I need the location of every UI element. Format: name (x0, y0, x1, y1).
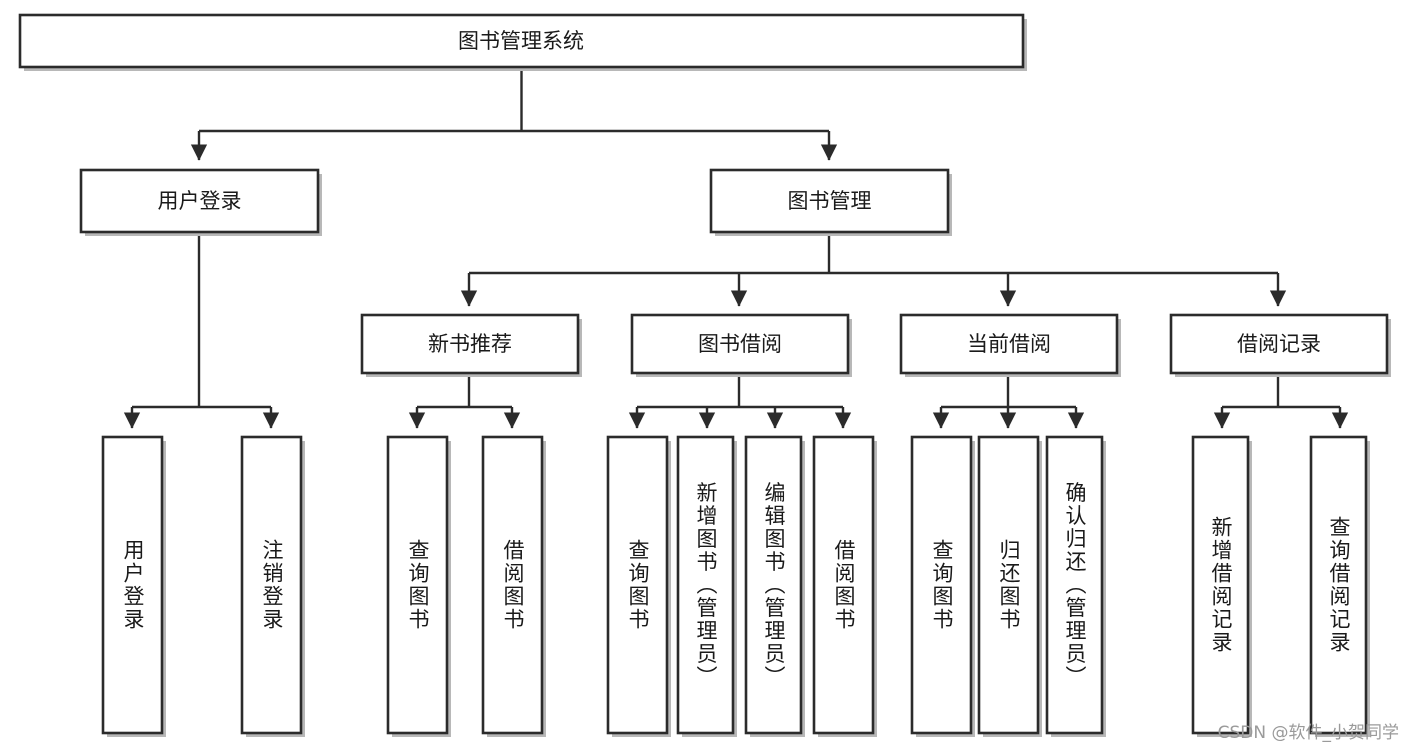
node-leaf-edit-book[interactable]: 编辑图书（管理员） (744, 435, 805, 737)
node-leaf-query-book-1-label: 查询图书 (406, 539, 430, 631)
node-current-borrow-label: 当前借阅 (967, 332, 1051, 356)
node-borrow-record-label: 借阅记录 (1237, 332, 1321, 356)
node-new-book-recommend-label: 新书推荐 (428, 332, 512, 356)
node-leaf-add-record[interactable]: 新增借阅记录 (1191, 435, 1252, 737)
node-leaf-query-book-3[interactable]: 查询图书 (910, 435, 975, 737)
node-leaf-return-book-label: 归还图书 (997, 539, 1021, 631)
node-leaf-query-book-3-label: 查询图书 (930, 539, 954, 631)
edges-layer (123, 67, 1349, 429)
node-leaf-confirm-return[interactable]: 确认归还（管理员） (1045, 435, 1106, 737)
node-current-borrow[interactable]: 当前借阅 (899, 313, 1121, 377)
node-leaf-confirm-return-label: 确认归还（管理员） (1063, 482, 1087, 689)
node-borrow-record[interactable]: 借阅记录 (1169, 313, 1391, 377)
node-book-borrow-label: 图书借阅 (698, 332, 782, 356)
node-new-book-recommend[interactable]: 新书推荐 (360, 313, 582, 377)
node-leaf-query-book-2-label: 查询图书 (626, 539, 650, 631)
node-user-login-label: 用户登录 (158, 189, 242, 213)
node-book-borrow[interactable]: 图书借阅 (630, 313, 852, 377)
node-book-management[interactable]: 图书管理 (709, 168, 952, 236)
csdn-watermark: CSDN @软件_小贺同学 (1217, 723, 1399, 743)
edge-bookmgmt-to-level2 (460, 232, 1287, 307)
node-leaf-query-book-1[interactable]: 查询图书 (386, 435, 451, 737)
node-leaf-user-login-label: 用户登录 (121, 539, 145, 631)
edge-borrowrecord-to-leaves (1213, 375, 1349, 429)
node-leaf-query-record[interactable]: 查询借阅记录 (1309, 435, 1370, 737)
node-leaf-borrow-book-2[interactable]: 借阅图书 (812, 435, 877, 737)
node-leaf-add-book[interactable]: 新增图书（管理员） (676, 435, 737, 737)
node-book-management-label: 图书管理 (788, 189, 872, 213)
node-leaf-logout-label: 注销登录 (260, 539, 284, 631)
node-leaf-return-book[interactable]: 归还图书 (977, 435, 1042, 737)
node-leaf-query-book-2[interactable]: 查询图书 (606, 435, 671, 737)
node-leaf-query-record-label: 查询借阅记录 (1327, 516, 1351, 654)
edge-currentborrow-to-leaves (932, 375, 1085, 429)
node-user-login[interactable]: 用户登录 (79, 168, 322, 236)
node-leaf-borrow-book-2-label: 借阅图书 (832, 539, 856, 631)
node-leaf-borrow-book-1-label: 借阅图书 (501, 539, 525, 631)
edge-userlogin-to-leaves (123, 232, 280, 429)
node-root-label: 图书管理系统 (458, 29, 584, 53)
edge-bookborrow-to-leaves (628, 375, 852, 429)
node-leaf-user-login[interactable]: 用户登录 (101, 435, 166, 737)
edge-newbook-to-leaves (408, 375, 521, 429)
node-leaf-add-record-label: 新增借阅记录 (1209, 516, 1233, 654)
edge-root-to-level1 (190, 67, 838, 161)
node-leaf-borrow-book-1[interactable]: 借阅图书 (481, 435, 546, 737)
node-leaf-logout[interactable]: 注销登录 (240, 435, 305, 737)
node-leaf-add-book-label: 新增图书（管理员） (694, 482, 718, 689)
node-leaf-edit-book-label: 编辑图书（管理员） (762, 482, 786, 689)
node-root[interactable]: 图书管理系统 (18, 13, 1027, 71)
